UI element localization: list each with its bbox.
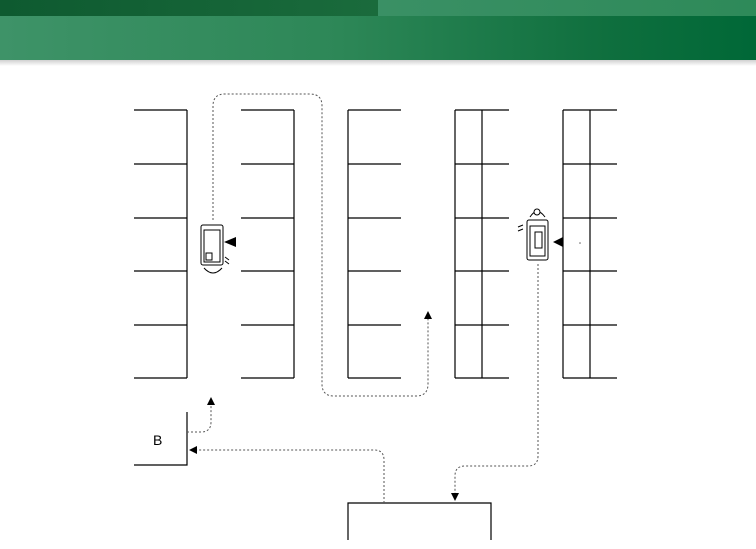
route-cart-loop (212, 93, 432, 397)
left-arrow-indicator (224, 237, 236, 247)
route-cart-to-bottom (451, 264, 539, 501)
header-top-left-bar (0, 0, 378, 16)
building-b: B (134, 412, 188, 466)
building-b-label: B (153, 432, 162, 448)
right-cart-person-icon (517, 208, 549, 261)
header-green-band (0, 16, 756, 60)
header-top-right-bar (378, 0, 756, 16)
parking-row-3 (347, 109, 401, 379)
parking-row-5 (562, 109, 617, 379)
parking-row-1 (134, 109, 188, 379)
route-building-b-to-aisle (187, 397, 215, 433)
route-bottom-to-building-b (189, 446, 385, 503)
left-cart-person-icon (200, 224, 230, 274)
header-banner (0, 0, 756, 66)
header-shadow (0, 60, 756, 66)
right-arrow-indicator (553, 237, 581, 247)
parking-row-4 (454, 109, 509, 379)
parking-row-2 (241, 109, 295, 379)
bottom-building (347, 502, 492, 540)
route-paths (187, 93, 539, 503)
